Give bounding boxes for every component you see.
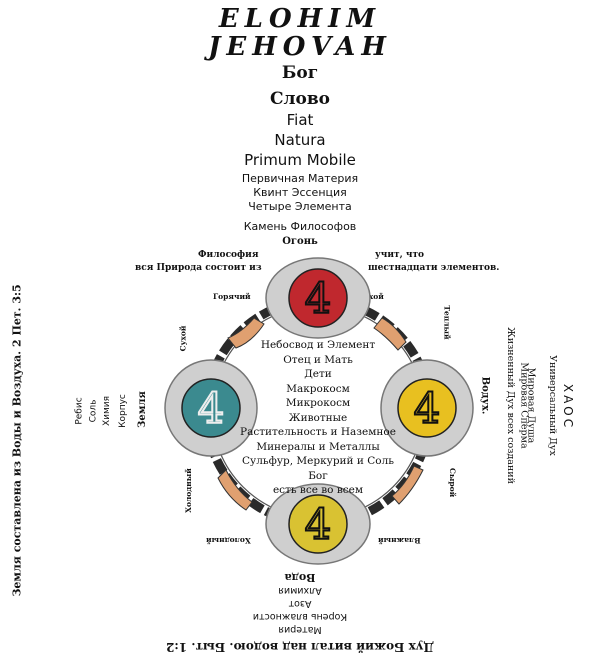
label-cold-bottom: Холодный — [206, 536, 251, 545]
label-fire: Огонь — [282, 236, 318, 247]
label-cold-left: Холодный — [183, 468, 193, 513]
ring-line: Дети — [304, 368, 332, 380]
left-label-earth: Земля — [136, 391, 148, 428]
title-elohim: ELOHIM — [218, 4, 382, 34]
label-teaches: учит, что — [375, 250, 425, 260]
right-item-universal-spirit: Универсальный Дух — [546, 355, 558, 456]
title-natura: Natura — [274, 131, 326, 149]
label-all-nature: вся Природа состоит из — [135, 263, 262, 273]
number-fire: 4 — [305, 274, 332, 323]
ring-line: Бог — [308, 469, 328, 482]
ring-line: Животные — [288, 411, 348, 424]
label-philosophy: Философия — [198, 250, 259, 260]
title-prima-materia: Первичная Материя — [241, 172, 359, 185]
ring-line: Макрокосм — [286, 382, 350, 395]
disc-air — [397, 378, 457, 438]
bottom-scripture: Дух Божий витал над водою. Быт. 1:2 — [165, 640, 435, 654]
ring-line: есть все во всем — [272, 484, 364, 496]
ring-line: Микрокосм — [285, 397, 351, 409]
left-item-corpus: Корпус — [117, 394, 128, 428]
left-item-salt: Соль — [88, 399, 99, 423]
number-earth: 4 — [198, 384, 225, 433]
label-hot-top: Горячий — [213, 292, 251, 301]
title-fiat: Fiat — [286, 111, 314, 129]
left-scripture: Земля составлена из Воды и Воздуха. 2 Пе… — [10, 284, 24, 597]
right-item-world-sperm: Мировая Сперма — [518, 362, 530, 449]
bottom-item-alchemy: Алхимия — [278, 585, 322, 596]
bottom-item-matter: Материя — [278, 624, 322, 635]
left-item-rebis: Ребис — [74, 397, 85, 425]
right-item-vital-spirit: Жизненный Дух всех созданий — [504, 327, 516, 484]
label-sixteen-elements: шестнадцати элементов. — [368, 263, 500, 273]
hand-bottom-right — [391, 465, 424, 505]
hand-bottom-left — [217, 469, 253, 511]
number-water: 4 — [305, 500, 332, 549]
title-philosophers-stone: Камень Философов — [243, 220, 357, 233]
label-hot-right: Теплый — [442, 305, 452, 340]
ring-line: Небосвод и Элемент — [260, 339, 376, 351]
number-air: 4 — [414, 384, 441, 433]
label-wet-right: Сырой — [448, 467, 458, 498]
label-air: Водух. — [479, 376, 491, 415]
title-four-elements: Четыре Элемента — [248, 200, 352, 213]
bottom-item-azoth: Азот — [288, 598, 312, 609]
disc-fire — [288, 268, 348, 328]
right-title-chaos: ХАОС — [561, 383, 576, 431]
left-item-chemistry: Химия — [102, 395, 113, 427]
ring-center-list: Небосвод и Элемент Отец и Мать Дети Макр… — [218, 338, 418, 498]
ring-line: Растительность и Наземное — [240, 426, 396, 438]
ring-line: Минералы и Металлы — [256, 440, 380, 453]
title-god: Бог — [281, 63, 319, 83]
disc-water — [288, 494, 348, 554]
ring-line: Сульфур, Меркурий и Соль — [242, 455, 394, 467]
title-quinta-essentia: Квинт Эссенция — [253, 186, 347, 199]
disc-earth — [181, 378, 241, 438]
label-dry-top: Сухой — [358, 292, 384, 301]
label-wet-bottom: Влажный — [378, 536, 421, 545]
bottom-item-root: Корень влажности — [252, 611, 348, 622]
bottom-label-water: Вода — [284, 571, 316, 584]
title-word: Слово — [269, 89, 330, 109]
hand-top-left — [227, 317, 265, 349]
hand-top-right — [373, 317, 407, 351]
ring-line: Отец и Мать — [283, 353, 353, 366]
title-primum-mobile: Primum Mobile — [244, 151, 356, 169]
title-jehovah: JEHOVAH — [208, 32, 392, 62]
label-dry-left: Сухой — [178, 325, 188, 352]
